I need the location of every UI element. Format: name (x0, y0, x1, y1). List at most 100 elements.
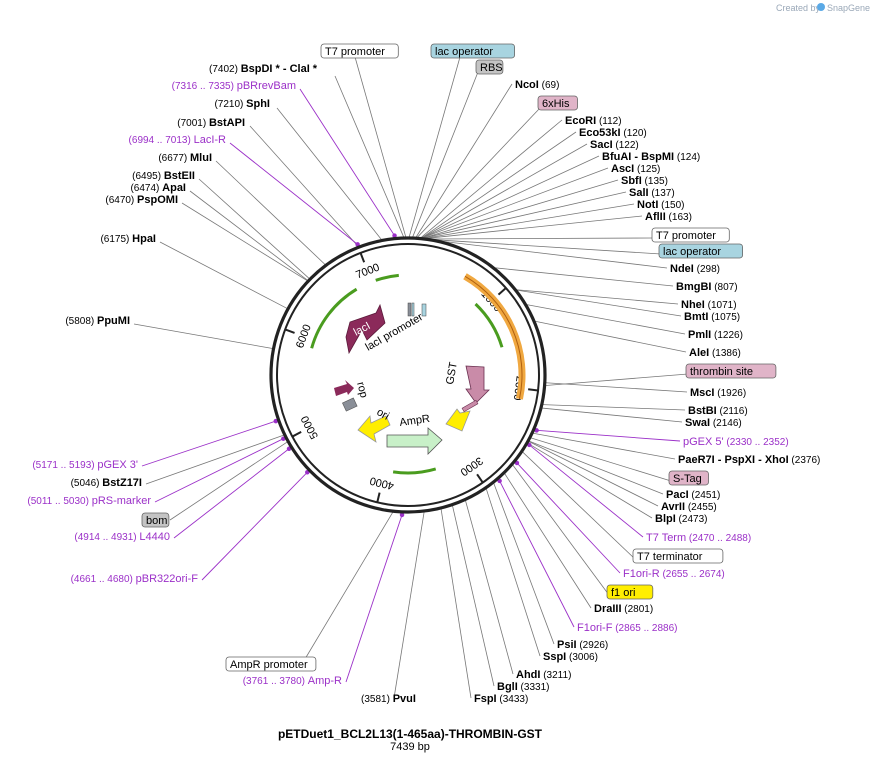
tick-mark (476, 473, 484, 484)
feature-box: AmpR promoter (225, 656, 317, 672)
site-label: BfuAI - BspMI (124) (602, 151, 700, 163)
svg-text:(6495) BstEII: (6495) BstEII (132, 170, 195, 182)
gst-label: GST (444, 361, 460, 386)
tick-mark (376, 492, 381, 503)
rop-label: rop (354, 381, 370, 399)
svg-text:BlpI (2473): BlpI (2473) (655, 513, 707, 525)
site-label: PacI (2451) (666, 489, 720, 501)
site-label: BlpI (2473) (655, 513, 707, 525)
site-label: EcoRI (112) (565, 115, 622, 127)
site-label: (5046) BstZ17I (71, 477, 142, 489)
snapgene-logo-icon (817, 3, 825, 11)
credit-brand: SnapGene (827, 3, 870, 13)
svg-text:(6470) PspOMI: (6470) PspOMI (105, 194, 178, 206)
primer-label: (4661 .. 4680) pBR322ori-F (71, 573, 199, 585)
primer-label: (6994 .. 7013) LacI-R (129, 134, 227, 146)
primer-label: (3761 .. 3780) Amp-R (243, 675, 342, 687)
svg-text:SalI (137): SalI (137) (629, 187, 675, 199)
credit-prefix: Created by (776, 3, 821, 13)
rbs-block (421, 303, 427, 317)
site-label: PsiI (2926) (557, 639, 608, 651)
site-label: SalI (137) (629, 187, 675, 199)
site-pvui: (3581) PvuI (361, 693, 416, 705)
svg-text:AscI (125): AscI (125) (611, 163, 660, 175)
rop-arrow (334, 380, 354, 396)
lac-operator-block (411, 302, 415, 317)
svg-text:PsiI (2926): PsiI (2926) (557, 639, 608, 651)
svg-text:thrombin site: thrombin site (690, 366, 753, 378)
tick-label: 5000 (299, 414, 321, 441)
lacI-arrow (345, 303, 386, 355)
site-label: (7210) SphI (214, 98, 270, 110)
svg-text:S-Tag: S-Tag (673, 473, 702, 485)
plasmid-length: 7439 bp (390, 741, 430, 753)
plasmid-title: pETDuet1_BCL2L13(1-465aa)-THROMBIN-GST (278, 727, 543, 741)
site-label: BglI (3331) (497, 681, 549, 693)
feature-box: lac operator (430, 43, 515, 59)
svg-text:(6474) ApaI: (6474) ApaI (130, 182, 186, 194)
svg-text:(7316 .. 7335) pBRrevBam: (7316 .. 7335) pBRrevBam (172, 80, 296, 92)
site-label: NcoI (69) (515, 79, 559, 91)
svg-text:6xHis: 6xHis (542, 98, 570, 110)
svg-text:PmlI (1226): PmlI (1226) (688, 329, 743, 341)
svg-text:T7 Term (2470 .. 2488): T7 Term (2470 .. 2488) (646, 532, 751, 544)
primer-label: (5011 .. 5030) pRS-marker (27, 495, 151, 507)
svg-text:(3581) PvuI: (3581) PvuI (361, 693, 416, 705)
lacI-promoter-arc (375, 273, 399, 282)
site-label: SbfI (135) (621, 175, 668, 187)
svg-text:(7210) SphI: (7210) SphI (214, 98, 270, 110)
svg-text:AleI (1386): AleI (1386) (689, 347, 741, 359)
primer-label: (4914 .. 4931) L4440 (74, 531, 170, 543)
site-label: BmtI (1075) (684, 311, 740, 323)
svg-text:BfuAI - BspMI (124): BfuAI - BspMI (124) (602, 151, 700, 163)
svg-text:RBS: RBS (480, 62, 503, 74)
feature-box: T7 terminator (632, 548, 724, 564)
leader-lines (133, 56, 689, 699)
feature-box: lac operator (658, 243, 743, 259)
site-label: (5808) PpuMI (65, 315, 130, 327)
svg-text:F1ori-F (2865 .. 2886): F1ori-F (2865 .. 2886) (577, 622, 678, 634)
primer-label: pGEX 5' (2330 .. 2352) (683, 436, 789, 448)
svg-text:T7 terminator: T7 terminator (637, 551, 703, 563)
svg-text:SacI (122): SacI (122) (590, 139, 639, 151)
tick-label: 4000 (369, 474, 396, 491)
site-label: SspI (3006) (543, 651, 598, 663)
svg-text:bom: bom (146, 515, 167, 527)
site-label: NotI (150) (637, 199, 685, 211)
primer-leader-lines (141, 88, 681, 683)
svg-text:NheI (1071): NheI (1071) (681, 299, 737, 311)
svg-text:SbfI (135): SbfI (135) (621, 175, 668, 187)
site-label: MscI (1926) (690, 387, 746, 399)
site-label: (6474) ApaI (130, 182, 186, 194)
site-label: NheI (1071) (681, 299, 737, 311)
svg-text:(4661 .. 4680) pBR322ori-F: (4661 .. 4680) pBR322ori-F (71, 573, 199, 585)
svg-text:pGEX 5' (2330 .. 2352): pGEX 5' (2330 .. 2352) (683, 436, 789, 448)
lacI-arc (310, 287, 358, 349)
svg-text:MscI (1926): MscI (1926) (690, 387, 746, 399)
svg-text:(5011 .. 5030) pRS-marker: (5011 .. 5030) pRS-marker (27, 495, 151, 507)
site-label: PaeR7I - PspXI - XhoI (2376) (678, 454, 820, 466)
tick-mark (284, 328, 295, 334)
site-label: Eco53kI (120) (579, 127, 647, 139)
svg-text:(6175) HpaI: (6175) HpaI (100, 233, 156, 245)
svg-text:lac operator: lac operator (663, 246, 721, 258)
svg-text:AmpR promoter: AmpR promoter (230, 659, 308, 671)
gst-outer-arc-line (464, 275, 523, 400)
svg-text:(5046) BstZ17I: (5046) BstZ17I (71, 477, 142, 489)
site-label: (6470) PspOMI (105, 194, 178, 206)
svg-text:AvrII (2455): AvrII (2455) (661, 501, 717, 513)
labels: (7402) BspDI * - ClaI *(7210) SphI(7001)… (27, 43, 820, 705)
feature-box: RBS (475, 59, 504, 75)
gst-arrow (465, 365, 490, 404)
svg-text:(6677) MluI: (6677) MluI (158, 152, 212, 164)
svg-text:SspI (3006): SspI (3006) (543, 651, 598, 663)
svg-text:BmtI (1075): BmtI (1075) (684, 311, 740, 323)
primer-label: F1ori-R (2655 .. 2674) (623, 568, 725, 580)
svg-text:SwaI (2146): SwaI (2146) (685, 417, 742, 429)
backbone-outer (269, 236, 547, 514)
t7-terminator-arrow (445, 408, 471, 432)
primer-label: (5171 .. 5193) pGEX 3' (32, 459, 138, 471)
site-label: (6495) BstEII (132, 170, 195, 182)
svg-text:NcoI (69): NcoI (69) (515, 79, 559, 91)
